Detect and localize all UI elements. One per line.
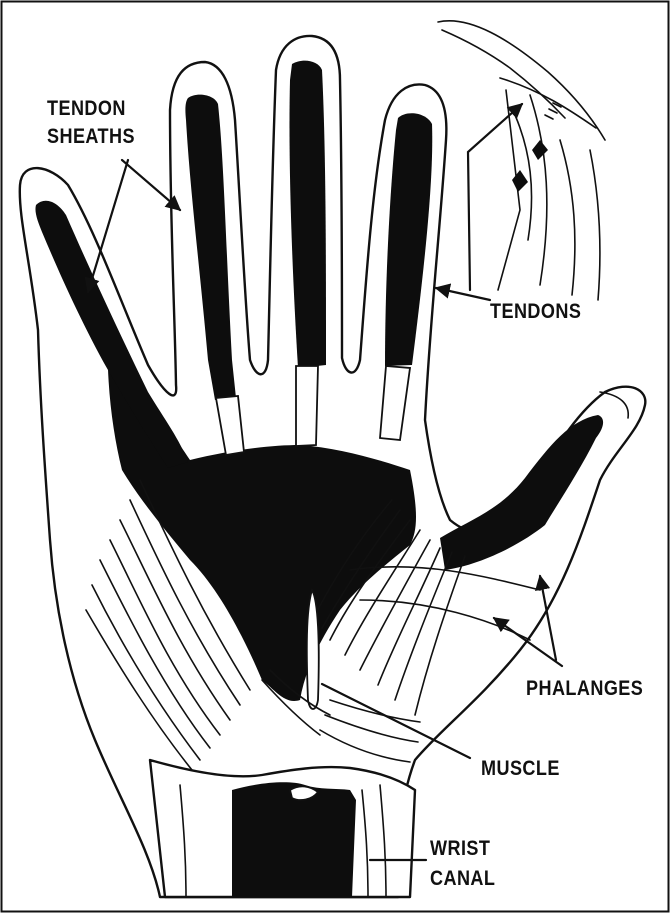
label-phalanges: PHALANGES	[526, 676, 643, 702]
label-wrist-canal-line2: CANAL	[430, 866, 495, 892]
label-tendon-sheaths-line2: SHEATHS	[47, 124, 135, 150]
label-tendons: TENDONS	[490, 299, 581, 325]
label-tendon-sheaths-line1: TENDON	[47, 96, 126, 122]
wrist	[150, 760, 415, 897]
label-wrist-canal-line1: WRIST	[430, 836, 490, 862]
label-muscle: MUSCLE	[481, 756, 560, 782]
